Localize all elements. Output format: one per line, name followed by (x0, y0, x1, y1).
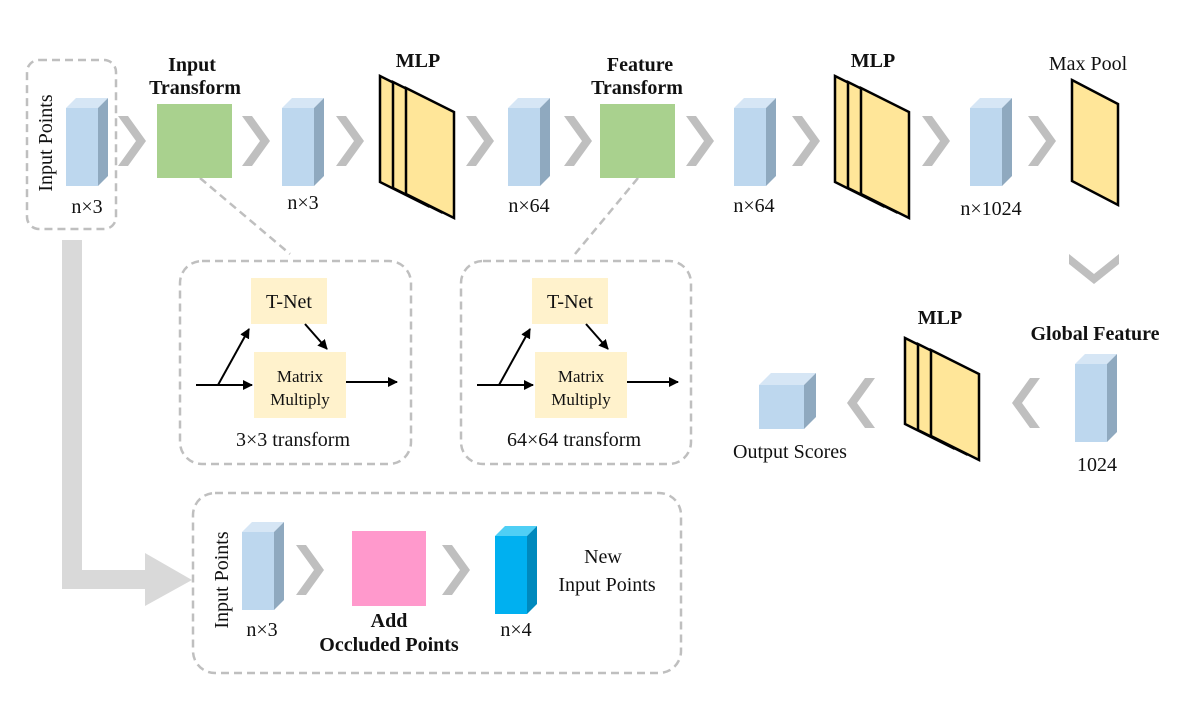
chevron-right-icon (296, 545, 324, 595)
dim-1024-label: n×1024 (960, 198, 1021, 220)
mlp-stack-2 (833, 73, 911, 221)
input-transform-block (157, 104, 232, 178)
chevron-right-icon (792, 116, 820, 166)
dim-input-label: n×3 (71, 196, 102, 218)
add-occluded-label-line1: Add (371, 610, 408, 632)
input-transform-label-line2: Transform (149, 77, 241, 99)
feature-transform-label-line1: Feature (607, 54, 673, 76)
dim-bottom-output-label: n×4 (500, 619, 531, 641)
output-scores-block (759, 373, 816, 429)
transform-3x3-label: 3×3 transform (236, 429, 350, 451)
transformed-points-block (282, 98, 324, 186)
chevron-right-icon (442, 545, 470, 595)
chevron-down-icon (1069, 254, 1119, 284)
mlp-3-label: MLP (918, 307, 962, 329)
features-1024-block (970, 98, 1012, 186)
dim-bottom-input-label: n×3 (246, 619, 277, 641)
dim-64-transformed-label: n×64 (733, 195, 774, 217)
dim-global-label: 1024 (1077, 454, 1117, 476)
add-occluded-label-line2: Occluded Points (319, 634, 459, 656)
chevron-right-icon (336, 116, 364, 166)
new-input-label-line1: New (584, 546, 622, 568)
global-feature-label: Global Feature (1030, 323, 1159, 345)
tnet-box (532, 278, 608, 324)
occlusion-group-box (191, 491, 683, 675)
output-scores-label: Output Scores (733, 441, 847, 463)
bottom-input-points-label: Input Points (211, 531, 233, 628)
input-points-label: Input Points (35, 94, 57, 191)
tnet-64x64-group-box (459, 259, 693, 466)
features-64-block (508, 98, 550, 186)
chevron-right-icon (564, 116, 592, 166)
new-input-points-block (495, 526, 537, 614)
dim-transformed-label: n×3 (287, 192, 318, 214)
transform-64x64-label: 64×64 transform (507, 429, 641, 451)
feature-transform-label-line2: Transform (591, 77, 683, 99)
chevron-left-icon (1012, 378, 1040, 428)
connector-input-transform (199, 177, 291, 255)
chevron-right-icon (118, 116, 146, 166)
global-feature-block (1075, 354, 1117, 442)
tnet-box (251, 278, 327, 324)
matrix-multiply-label-line1: Matrix (558, 367, 605, 386)
dim-64-label: n×64 (508, 195, 549, 217)
connector-feature-transform (574, 177, 639, 255)
input-transform-label-line1: Input (168, 54, 216, 76)
transformed-features-block (734, 98, 776, 186)
bottom-input-points-block (242, 522, 284, 610)
max-pool-layer (1070, 77, 1120, 208)
chevron-right-icon (242, 116, 270, 166)
tnet-label: T-Net (547, 291, 593, 313)
new-input-label-line2: Input Points (558, 574, 655, 596)
matrix-multiply-box (535, 352, 627, 418)
input-points-group-box (25, 58, 118, 231)
max-pool-label: Max Pool (1049, 53, 1128, 75)
chevron-right-icon (466, 116, 494, 166)
chevron-left-icon (847, 378, 875, 428)
tnet-3x3-diagram (196, 278, 398, 418)
tnet-64x64-diagram (477, 278, 679, 418)
matrix-multiply-box (254, 352, 346, 418)
matrix-multiply-label-line2: Multiply (551, 390, 611, 409)
mlp-stack-3 (903, 335, 981, 463)
tnet-3x3-group-box (178, 259, 413, 466)
chevron-right-icon (686, 116, 714, 166)
input-points-block (66, 98, 108, 186)
matrix-multiply-label-line2: Multiply (270, 390, 330, 409)
mlp-1-label: MLP (396, 50, 440, 72)
mlp-stack-1 (378, 73, 456, 221)
chevron-right-icon (922, 116, 950, 166)
chevron-right-icon (1028, 116, 1056, 166)
branch-arrow (62, 240, 192, 606)
add-occluded-points-block (352, 531, 426, 606)
mlp-2-label: MLP (851, 50, 895, 72)
tnet-label: T-Net (266, 291, 312, 313)
feature-transform-block (600, 104, 675, 178)
matrix-multiply-label-line1: Matrix (277, 367, 324, 386)
